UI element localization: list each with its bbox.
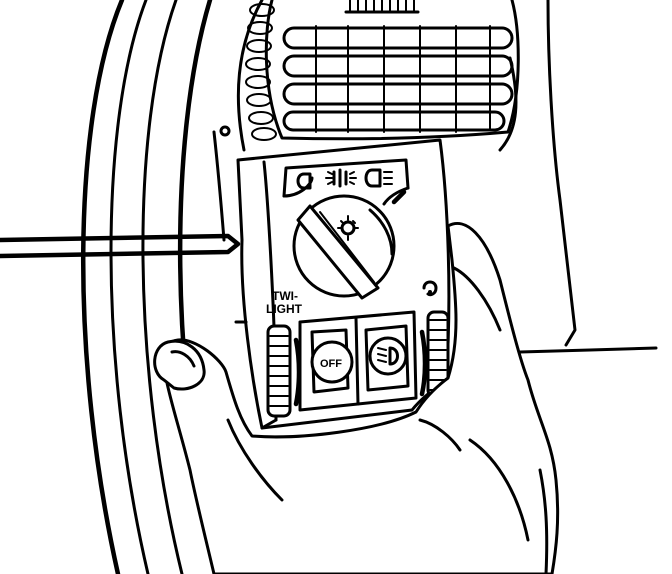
parking-lamp-icon [325,168,357,188]
vent-side-grille [245,3,277,141]
twilight-label-line1: TWI- [272,289,298,303]
headlamp-off-icon [296,172,312,190]
pry-tool [0,233,241,259]
twilight-label-line2: LIGHT [266,302,303,316]
headlamp-switch-bezel: TWI- LIGHT OFF [234,138,451,430]
off-button[interactable]: OFF [310,328,354,394]
dimmer-icon [337,215,359,241]
air-vent [245,0,520,141]
fog-lamp-icon [377,346,399,366]
vent-top-teeth [344,0,420,14]
twilight-sensor-icon [422,280,438,297]
fog-lamp-button[interactable] [364,324,410,392]
headlamp-rotary-knob [292,194,396,300]
headlamp-on-icon [364,168,393,188]
off-button-label: OFF [320,358,342,370]
twilight-label: TWI- LIGHT [266,289,303,316]
hand [153,222,560,574]
panel-dimmer-thumbwheel[interactable] [419,310,450,398]
vent-louvres [282,25,514,133]
